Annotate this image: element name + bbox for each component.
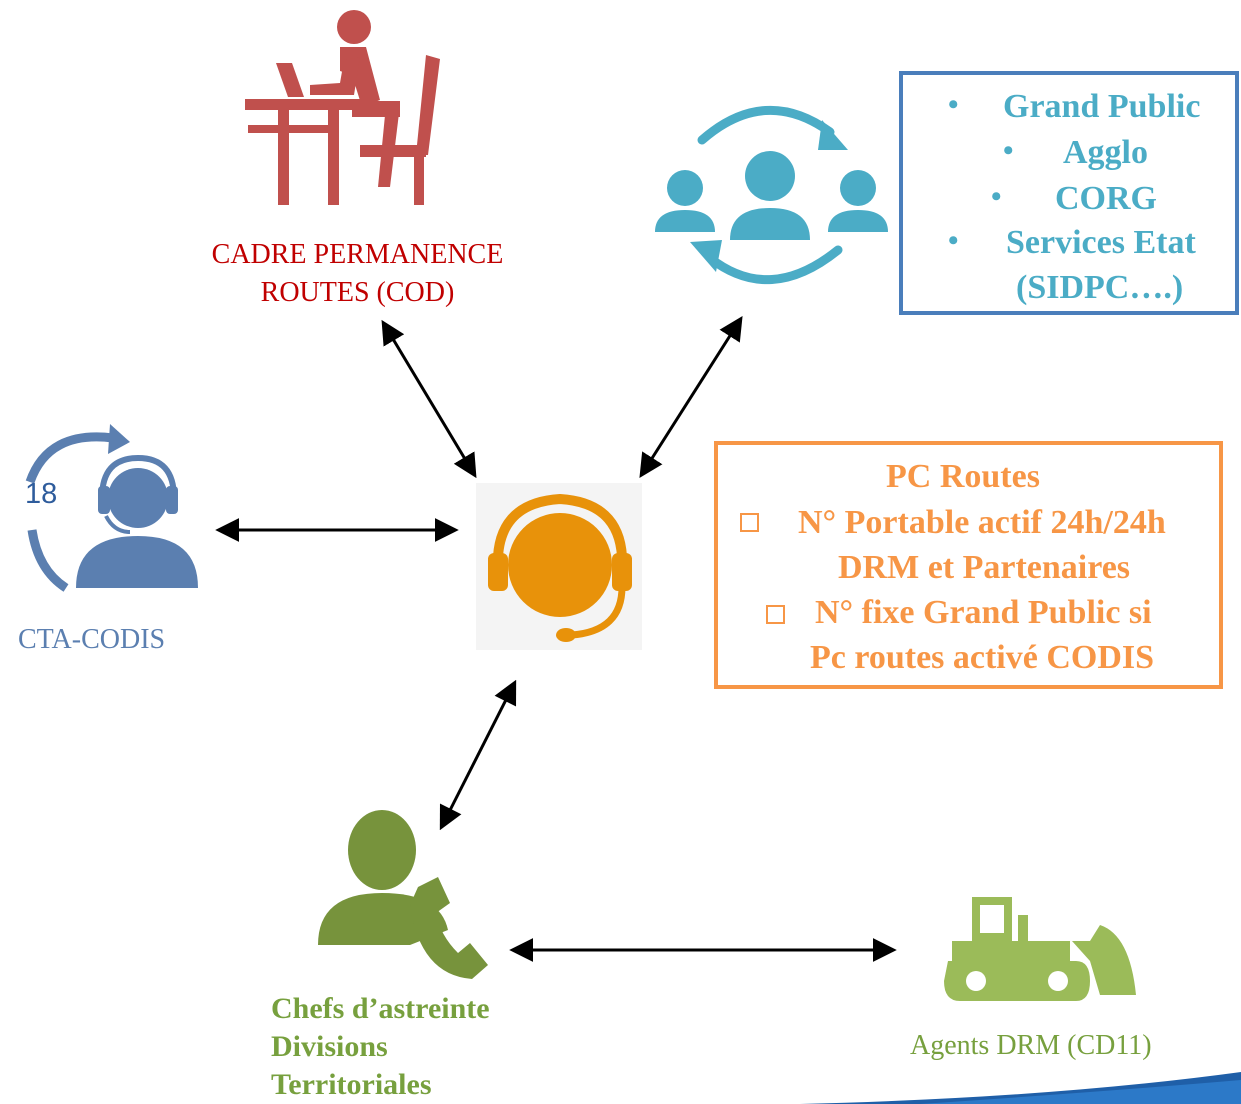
chefs-line-1: Chefs d’astreinte — [271, 992, 490, 1025]
partners-box: •Grand Public •Agglo •CORG •Services Eta… — [899, 71, 1239, 315]
desk-worker-icon — [245, 10, 440, 205]
chefs-astreinte-label: Chefs d’astreinte Divisions Territoriale… — [271, 990, 490, 1104]
phone-person-icon — [318, 810, 488, 979]
pc-routes-item-1-line-2: DRM et Partenaires — [838, 549, 1131, 586]
cadre-line-2: ROUTES (COD) — [260, 277, 455, 308]
checkbox-icon — [740, 513, 759, 532]
partner-item-cont: (SIDPC….) — [1016, 269, 1184, 306]
agents-drm-label: Agents DRM (CD11) — [910, 1030, 1152, 1061]
cadre-permanence-label: CADRE PERMANENCE ROUTES (COD) — [150, 236, 565, 312]
emergency-number: 18 — [25, 478, 58, 510]
cta-codis-icon — [25, 424, 198, 592]
partners-group-icon — [655, 105, 888, 285]
chefs-line-2: Divisions — [271, 1030, 388, 1063]
bulldozer-icon — [944, 897, 1136, 1001]
pc-routes-item-2-line-1: N° fixe Grand Public si — [815, 594, 1152, 631]
pc-routes-box: PC Routes N° Portable actif 24h/24h DRM … — [714, 441, 1223, 689]
cta-codis-label: CTA-CODIS — [18, 624, 166, 655]
arrow-partners-operator — [639, 315, 743, 479]
chefs-line-3: Territoriales — [271, 1068, 432, 1101]
pc-routes-title: PC Routes — [886, 458, 1040, 495]
checkbox-icon — [766, 605, 785, 624]
pc-routes-item-2-line-2: Pc routes activé CODIS — [810, 639, 1155, 676]
pc-routes-item-1-line-1: N° Portable actif 24h/24h — [798, 504, 1166, 541]
arrow-cadre-operator — [381, 319, 477, 479]
arrow-operator-chefs — [439, 679, 517, 831]
cadre-line-1: CADRE PERMANENCE — [211, 239, 504, 270]
operator-headset-icon — [488, 493, 632, 642]
decorative-swoosh — [800, 1072, 1241, 1104]
